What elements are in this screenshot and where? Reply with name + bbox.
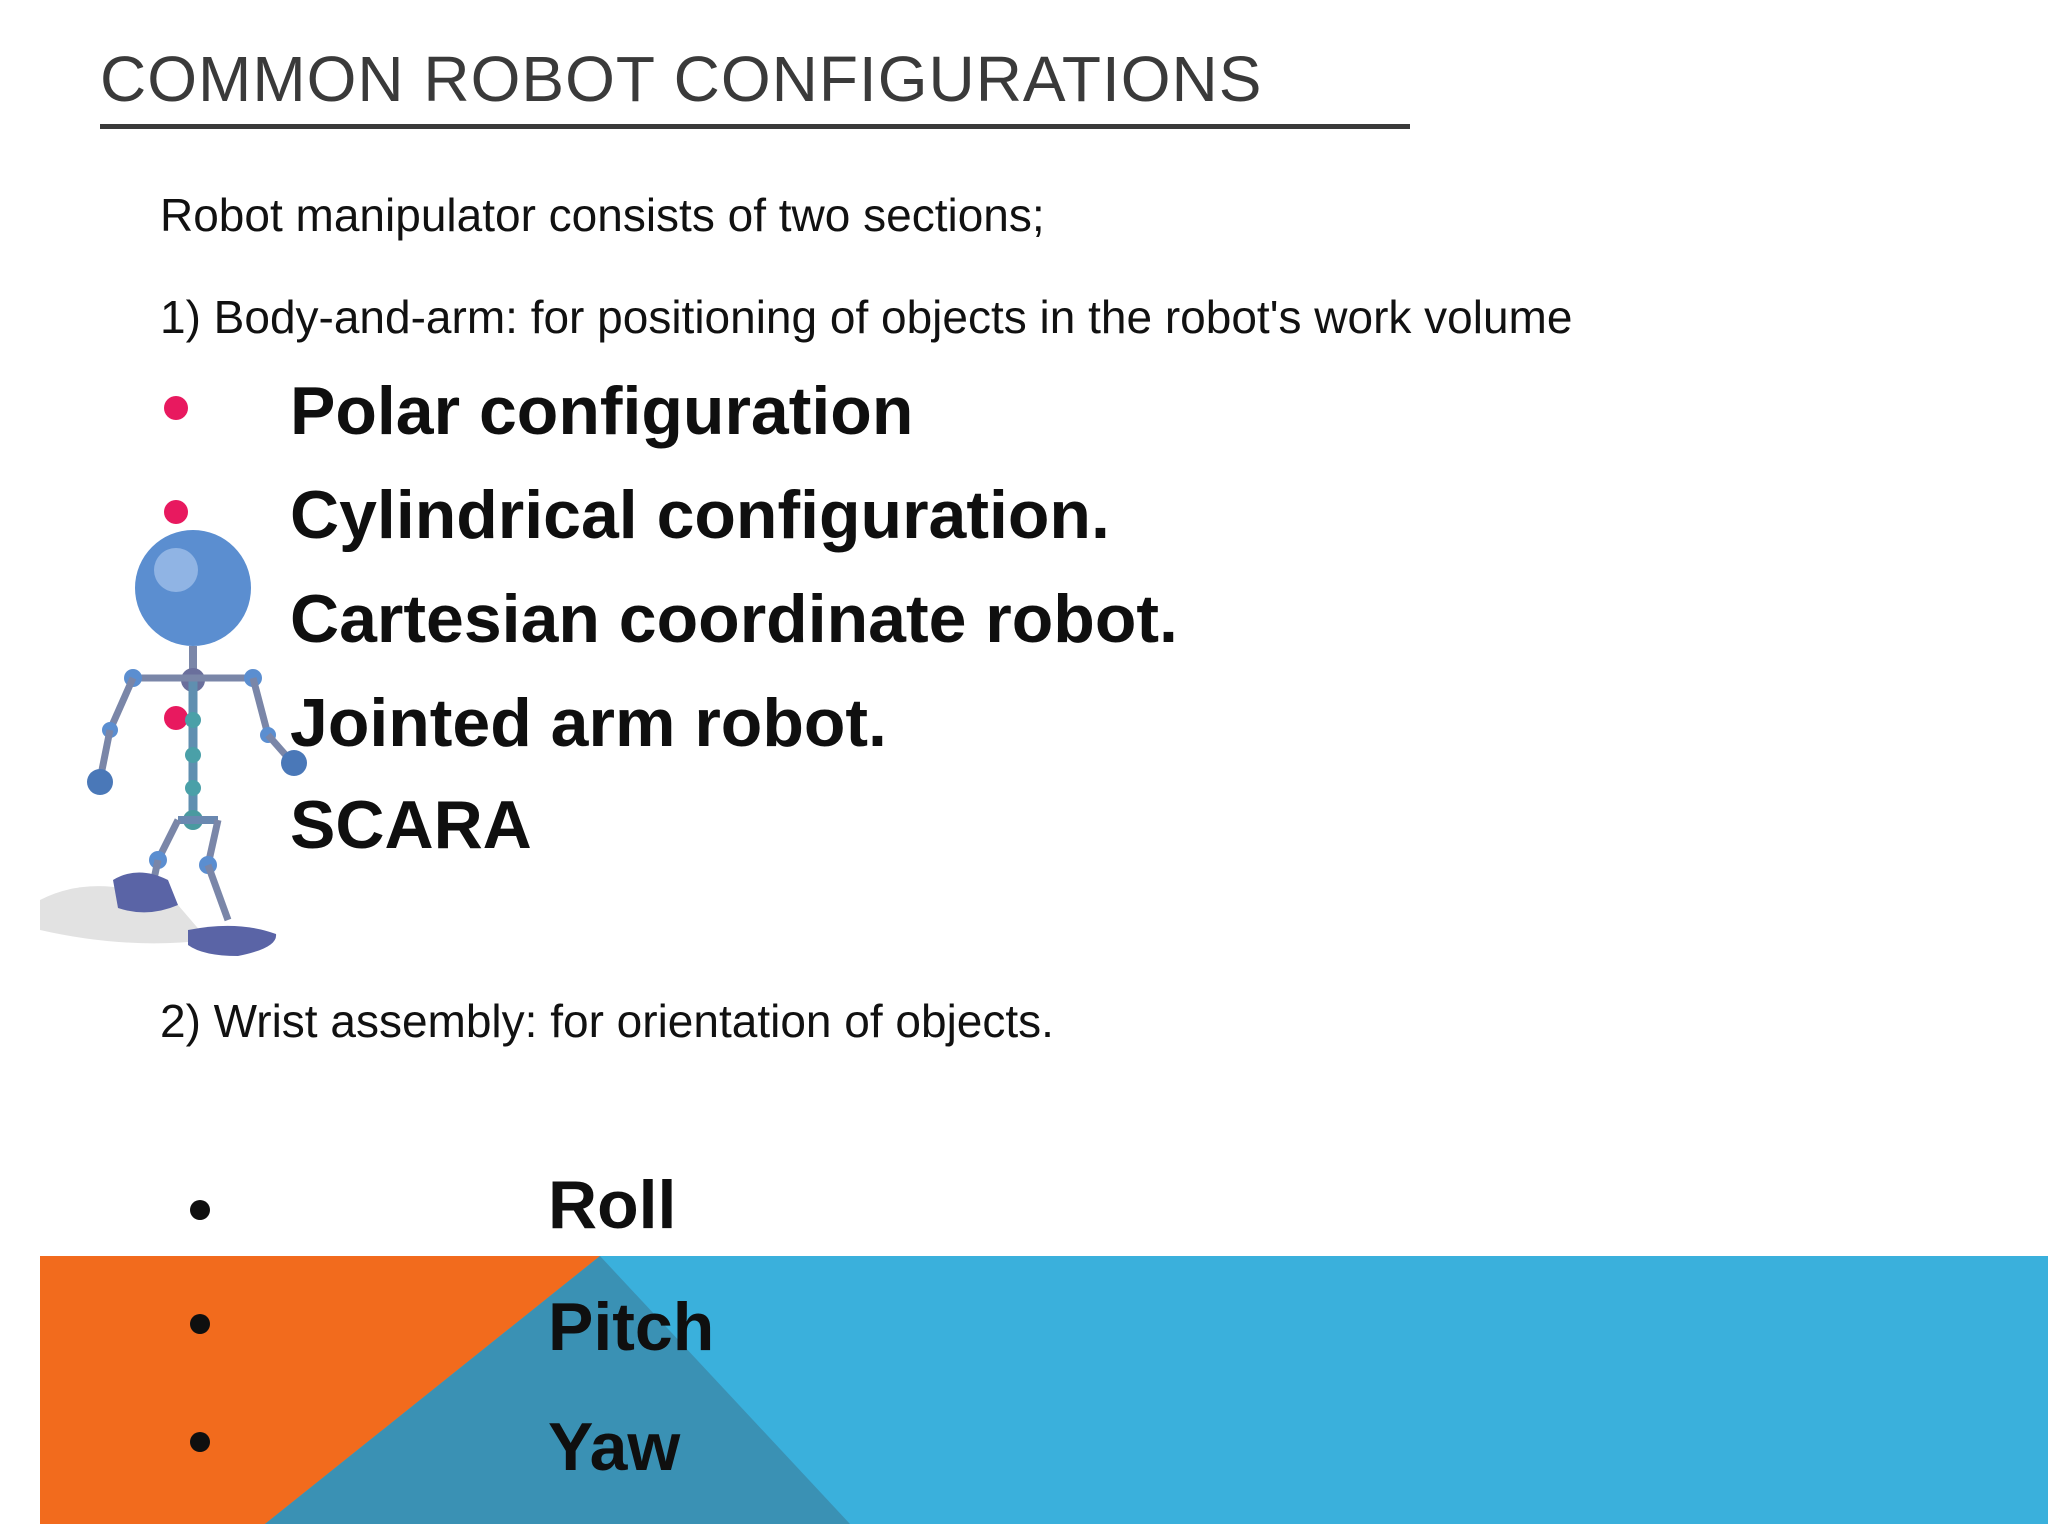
intro-text: Robot manipulator consists of two sectio… [160, 189, 1045, 241]
config-bullet-1 [164, 396, 188, 420]
slide-title: COMMON ROBOT CONFIGURATIONS [100, 40, 1410, 129]
section-2-text: 2) Wrist assembly: for orientation of ob… [160, 995, 1054, 1047]
wrist-item-yaw: Yaw [548, 1409, 681, 1485]
wrist-bullet-roll [190, 1200, 210, 1220]
config-item-cylindrical: Cylindrical configuration. [290, 477, 1110, 553]
wrist-item-roll: Roll [548, 1167, 677, 1243]
config-item-polar: Polar configuration [290, 373, 914, 449]
config-bullet-4 [164, 706, 188, 730]
slide-left-margin [0, 0, 40, 1536]
decorative-footer-band [40, 1256, 2048, 1524]
config-item-jointed-arm: Jointed arm robot. [290, 685, 887, 761]
config-bullet-2 [164, 500, 188, 524]
wrist-bullet-pitch [190, 1314, 210, 1334]
config-item-cartesian: Cartesian coordinate robot. [290, 581, 1178, 657]
section-1-text: 1) Body-and-arm: for positioning of obje… [160, 291, 1573, 343]
wrist-item-pitch: Pitch [548, 1289, 715, 1365]
walking-robot-icon [40, 530, 307, 956]
config-item-scara: SCARA [290, 787, 532, 863]
wrist-bullet-yaw [190, 1432, 210, 1452]
